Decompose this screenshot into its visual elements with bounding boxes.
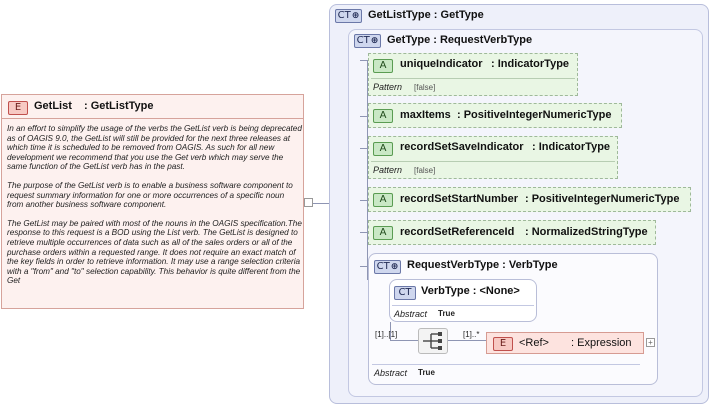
expand-plus-icon: ⊕ — [351, 11, 360, 21]
sequence-cardinality: [1]..[1] — [375, 330, 398, 339]
sequence-connector-line — [390, 322, 391, 340]
divider — [371, 161, 615, 162]
expand-plus-icon: ⊕ — [370, 36, 379, 46]
getlist-header: E GetList : GetListType — [2, 95, 303, 119]
expression-element-box[interactable]: E <Ref> : Expression — [486, 332, 644, 354]
attribute-type: : NormalizedStringType — [525, 226, 648, 238]
attribute-recordsetstartnumber[interactable]: A recordSetStartNumber : PositiveInteger… — [368, 187, 691, 212]
expression-type: : Expression — [571, 337, 632, 349]
complex-type-icon: CT⊕ — [354, 34, 381, 48]
abstract-value: True — [418, 368, 435, 377]
abstract-value: True — [438, 309, 455, 318]
attribute-uniqueindicator[interactable]: A uniqueIndicator : IndicatorType Patter… — [368, 53, 578, 96]
element-icon: E — [8, 101, 28, 115]
branch-tick — [360, 200, 368, 201]
branch-tick — [360, 266, 368, 267]
expression-cardinality: [1]..* — [463, 330, 480, 339]
sequence-connector-line — [390, 340, 418, 341]
expand-toggle[interactable]: + — [646, 338, 655, 347]
divider — [392, 305, 534, 306]
getlist-type: : GetListType — [84, 100, 154, 112]
branch-tick — [360, 232, 368, 233]
getlist-element-box[interactable]: E GetList : GetListType In an effort to … — [1, 94, 304, 309]
branch-tick — [360, 116, 368, 117]
attribute-maxitems[interactable]: A maxItems : PositiveIntegerNumericType — [368, 103, 622, 128]
attribute-icon: A — [373, 226, 393, 240]
attribute-icon: A — [373, 59, 393, 73]
divider — [371, 78, 575, 79]
getlisttype-title: GetListType : GetType — [368, 9, 484, 21]
attribute-recordsetsaveindicator[interactable]: A recordSetSaveIndicator : IndicatorType… — [368, 136, 618, 179]
requestverbtype-box[interactable]: CT⊕ RequestVerbType : VerbType CT VerbTy… — [368, 253, 658, 385]
expand-toggle[interactable] — [304, 198, 313, 207]
facet-value: [false] — [414, 83, 436, 92]
attribute-name: uniqueIndicator — [400, 58, 483, 70]
facet-label: Pattern — [373, 82, 403, 92]
complex-type-icon: CT — [394, 286, 416, 300]
ct-badge-text: CT — [356, 35, 370, 46]
requestverbtype-title: RequestVerbType : VerbType — [407, 259, 558, 271]
verbtype-box[interactable]: CT VerbType : <None> Abstract True — [389, 279, 537, 322]
verbtype-title: VerbType : <None> — [421, 285, 520, 297]
doc-paragraph-3: The GetList may be paired with most of t… — [7, 218, 302, 286]
attribute-type: : IndicatorType — [491, 58, 570, 70]
element-icon: E — [493, 337, 513, 351]
complex-type-icon: CT⊕ — [374, 260, 401, 274]
doc-paragraph-2: The purpose of the GetList verb is to en… — [7, 180, 293, 210]
attribute-recordsetreferenceid[interactable]: A recordSetReferenceId : NormalizedStrin… — [368, 220, 656, 245]
attribute-type: : IndicatorType — [532, 141, 611, 153]
attribute-icon: A — [373, 109, 393, 123]
expression-ref: <Ref> — [519, 337, 549, 349]
connector-line — [313, 203, 329, 204]
abstract-label: Abstract — [374, 368, 408, 378]
facet-value: [false] — [414, 166, 436, 175]
attribute-name: recordSetStartNumber — [400, 193, 518, 205]
ct-badge-text: CT — [337, 10, 351, 21]
expand-plus-icon: ⊕ — [390, 262, 399, 272]
attribute-connector-line — [367, 60, 368, 280]
facet-label: Pattern — [373, 165, 403, 175]
expression-connector-line — [448, 340, 486, 341]
attribute-type: : PositiveIntegerNumericType — [457, 109, 612, 121]
sequence-icon[interactable] — [418, 328, 448, 354]
sequence-compositor-icon — [423, 332, 442, 350]
doc-paragraph-1: In an effort to simplify the usage of th… — [7, 124, 302, 172]
abstract-label: Abstract — [394, 309, 428, 319]
ct-badge-text: CT — [376, 261, 390, 272]
getlist-name: GetList — [34, 100, 72, 112]
branch-tick — [360, 60, 368, 61]
attribute-icon: A — [373, 193, 393, 207]
divider — [372, 364, 640, 365]
complex-type-icon: CT⊕ — [335, 9, 362, 23]
gettype-title: GetType : RequestVerbType — [387, 34, 533, 46]
attribute-type: : PositiveIntegerNumericType — [525, 193, 680, 205]
attribute-name: recordSetReferenceId — [400, 226, 515, 238]
attribute-name: maxItems — [400, 109, 451, 121]
branch-tick — [360, 148, 368, 149]
attribute-icon: A — [373, 142, 393, 156]
getlist-documentation: In an effort to simplify the usage of th… — [7, 124, 302, 295]
attribute-name: recordSetSaveIndicator — [400, 141, 524, 153]
